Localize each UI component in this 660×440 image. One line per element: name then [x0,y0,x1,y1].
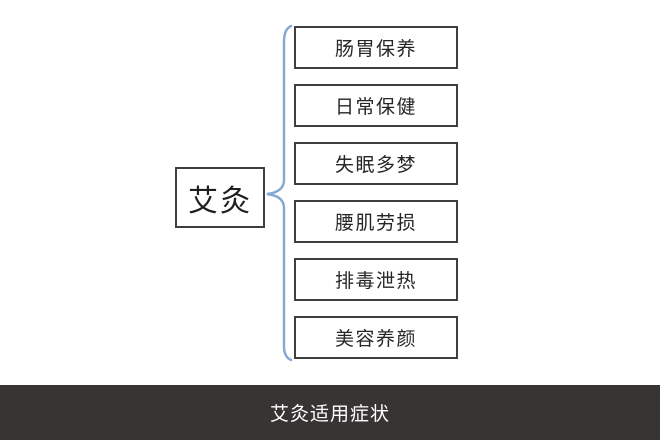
symptom-node: 肠胃保养 [294,26,458,69]
symptom-node-label: 肠胃保养 [334,39,417,60]
symptom-node-label: 失眠多梦 [334,155,417,176]
caption-bar: 艾灸适用症状 [0,385,660,440]
symptom-node-label: 腰肌劳损 [334,213,417,234]
symptom-node-label: 美容养颜 [334,329,417,350]
symptom-node: 腰肌劳损 [294,200,458,243]
root-node-label: 艾灸 [188,184,252,218]
left-brace-connector [266,24,293,362]
symptom-node: 日常保健 [294,84,458,127]
symptom-node-label: 日常保健 [334,97,417,118]
caption-text: 艾灸适用症状 [269,404,390,425]
root-node: 艾灸 [175,167,265,228]
symptom-node-label: 排毒泄热 [334,271,417,292]
symptom-node: 排毒泄热 [294,258,458,301]
symptom-node: 失眠多梦 [294,142,458,185]
symptom-node: 美容养颜 [294,316,458,359]
